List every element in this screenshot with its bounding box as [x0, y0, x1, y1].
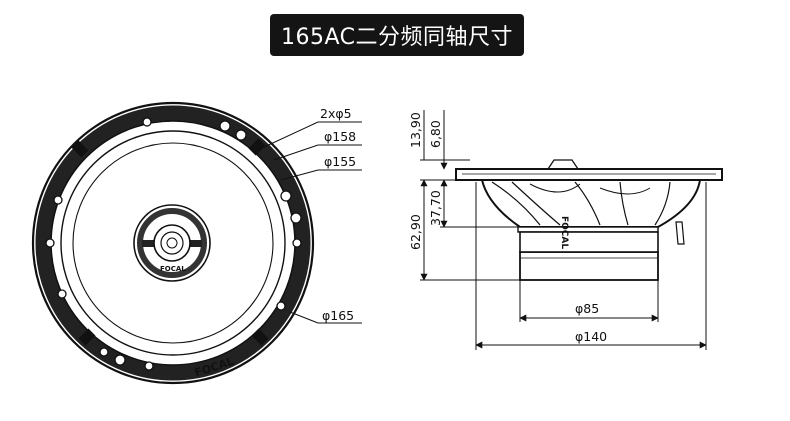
terminal-tab: [675, 221, 685, 245]
tweeter-surround: [133, 204, 211, 282]
center-logo-text: FOCAL: [160, 265, 186, 273]
magnet-ring: [519, 231, 659, 253]
dim-holes: 2xφ5: [320, 106, 352, 121]
mounting-hole: [57, 289, 67, 299]
basket-spoke-2: [511, 181, 561, 226]
basket-spoke-1: [491, 181, 541, 226]
outer-rim-outline: [31, 101, 315, 385]
mounting-hole: [292, 238, 302, 248]
ring-clips: [71, 138, 269, 346]
ring-clip: [251, 328, 269, 346]
mounting-ring-band: [35, 105, 311, 381]
mounting-hole: [142, 117, 152, 127]
dim-13-90: 13,90: [408, 112, 423, 148]
dim-37-70: 37,70: [428, 190, 443, 226]
dim-d140: φ140: [575, 329, 607, 344]
leader-d155: [280, 169, 319, 181]
front-view-leaders: [261, 121, 362, 324]
basket-spoke-5: [654, 181, 671, 226]
leader-holes: [261, 121, 319, 149]
mounting-hole: [219, 120, 231, 132]
tweeter-bridge-ring: [137, 208, 207, 278]
tweeter-phase-plug: [166, 237, 178, 249]
mounting-hole: [290, 212, 302, 224]
side-logo-text: FOCAL: [559, 216, 569, 249]
cone-inner-edge: [72, 142, 274, 344]
ring-clip: [71, 140, 89, 158]
mounting-flange: [455, 168, 723, 181]
title-banner: 165AC二分频同轴尺寸: [270, 14, 524, 56]
side-view: [455, 159, 723, 281]
mounting-hole: [144, 361, 154, 371]
side-view-dimension-lines: [420, 110, 520, 281]
basket-web: [599, 187, 651, 195]
dim-d165: φ165: [322, 308, 354, 323]
mounting-holes: [45, 117, 302, 371]
cone-outer-edge: [60, 130, 286, 356]
dim-d85: φ85: [575, 301, 599, 316]
ring-clip: [78, 328, 96, 346]
mounting-hole: [45, 238, 55, 248]
mounting-hole: [280, 190, 292, 202]
mounting-hole: [53, 195, 63, 205]
leader-d165: [289, 311, 319, 324]
dim-6-80: 6,80: [428, 120, 443, 148]
side-view-horizontal-dims: [475, 182, 707, 350]
magnet-body: [519, 251, 659, 281]
basket-outline: [481, 179, 701, 228]
top-clip: [547, 159, 579, 170]
page-title: 165AC二分频同轴尺寸: [280, 25, 514, 50]
leader-d158: [273, 144, 319, 161]
dim-d158: φ158: [324, 129, 356, 144]
dim-62-90: 62,90: [408, 214, 423, 250]
mounting-hole: [99, 347, 109, 357]
ring-clip: [248, 138, 266, 156]
mounting-hole: [276, 301, 286, 311]
mounting-hole: [114, 354, 126, 366]
front-view: [31, 101, 315, 385]
basket-spoke-4: [619, 181, 629, 226]
dim-d155: φ155: [324, 154, 356, 169]
basket-spoke-3: [574, 181, 601, 226]
mounting-hole: [235, 129, 247, 141]
basket-web: [529, 183, 581, 193]
